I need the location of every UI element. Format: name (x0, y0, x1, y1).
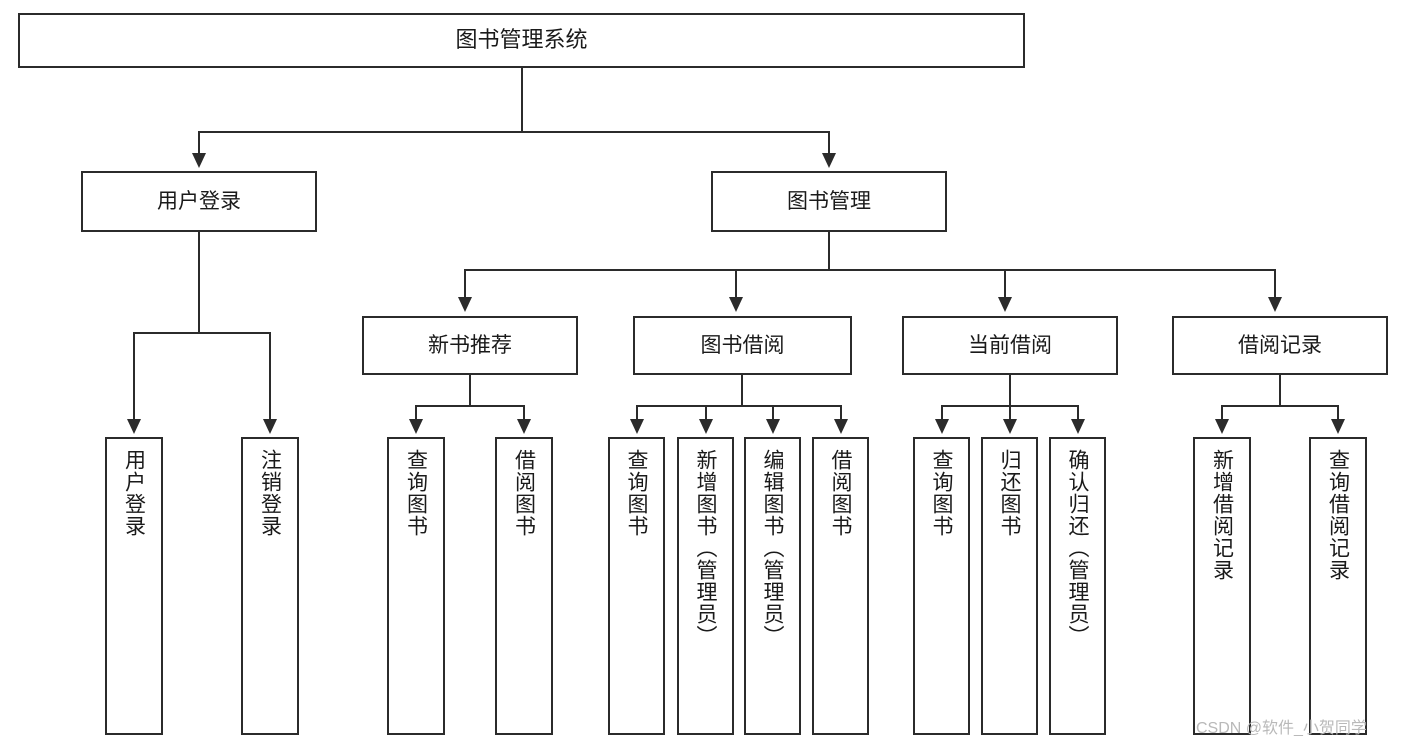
node-label: 图书管理 (787, 189, 871, 213)
connector-book-borrow-stem (741, 375, 743, 406)
connector-root-to-user-login (198, 131, 200, 155)
connector-book-management-bus (464, 269, 1276, 271)
csdn-watermark: CSDN @软件_小贺同学 (1196, 720, 1367, 737)
connector-new-book-recommend-stem (469, 375, 471, 406)
connector-user-login-leaf-1 (133, 332, 135, 421)
arrowhead-bb-edit-book (766, 419, 780, 434)
connector-to-book-borrow (735, 269, 737, 299)
node-label: 借阅图书 (512, 449, 536, 537)
node-label: 当前借阅 (968, 333, 1052, 357)
leaf-cb-return-book[interactable]: 归还图书 (981, 437, 1038, 735)
arrowhead-bb-query-book (630, 419, 644, 434)
node-label: 借阅记录 (1238, 333, 1322, 357)
node-borrow-record[interactable]: 借阅记录 (1172, 316, 1388, 375)
leaf-bb-add-book[interactable]: 新增图书（管理员） (677, 437, 734, 735)
connector-cb-leaf-3 (1077, 405, 1079, 421)
arrowhead-cb-query-book (935, 419, 949, 434)
connector-cb-leaf-2 (1009, 405, 1011, 421)
node-book-management[interactable]: 图书管理 (711, 171, 947, 232)
arrowhead-br-query-record (1331, 419, 1345, 434)
leaf-user-login[interactable]: 用户登录 (105, 437, 163, 735)
arrowhead-book-borrow (729, 297, 743, 312)
leaf-br-query-record[interactable]: 查询借阅记录 (1309, 437, 1367, 735)
arrowhead-nbr-query-book (409, 419, 423, 434)
arrowhead-br-add-record (1215, 419, 1229, 434)
node-book-borrow[interactable]: 图书借阅 (633, 316, 852, 375)
arrowhead-user-login (192, 153, 206, 168)
node-label: 新增借阅记录 (1210, 449, 1234, 581)
connector-new-book-recommend-bus (415, 405, 525, 407)
connector-br-leaf-2 (1337, 405, 1339, 421)
node-label: 查询图书 (625, 449, 648, 537)
connector-br-leaf-1 (1221, 405, 1223, 421)
arrowhead-current-borrow (998, 297, 1012, 312)
connector-user-login-bus (133, 332, 271, 334)
node-label: 注销登录 (258, 449, 282, 537)
connector-nbr-leaf-1 (415, 405, 417, 421)
node-new-book-recommend[interactable]: 新书推荐 (362, 316, 578, 375)
connector-to-borrow-record (1274, 269, 1276, 299)
connector-root-stem (521, 68, 523, 132)
node-label: 借阅图书 (829, 449, 852, 537)
node-current-borrow[interactable]: 当前借阅 (902, 316, 1118, 375)
arrowhead-cb-confirm-return (1071, 419, 1085, 434)
leaf-bb-edit-book[interactable]: 编辑图书（管理员） (744, 437, 801, 735)
arrowhead-leaf-logout (263, 419, 277, 434)
leaf-cb-query-book[interactable]: 查询图书 (913, 437, 970, 735)
connector-user-login-leaf-2 (269, 332, 271, 421)
connector-borrow-record-bus (1221, 405, 1339, 407)
node-label: 编辑图书（管理员） (761, 449, 784, 647)
arrowhead-borrow-record (1268, 297, 1282, 312)
leaf-br-add-record[interactable]: 新增借阅记录 (1193, 437, 1251, 735)
connector-current-borrow-stem (1009, 375, 1011, 406)
connector-bb-leaf-1 (636, 405, 638, 421)
leaf-bb-query-book[interactable]: 查询图书 (608, 437, 665, 735)
arrowhead-bb-add-book (699, 419, 713, 434)
node-label: 新增图书（管理员） (694, 449, 717, 647)
arrowhead-nbr-borrow-book (517, 419, 531, 434)
connector-bb-leaf-2 (705, 405, 707, 421)
leaf-bb-borrow-book[interactable]: 借阅图书 (812, 437, 869, 735)
connector-bb-leaf-3 (772, 405, 774, 421)
node-label: 图书借阅 (700, 333, 785, 357)
arrowhead-cb-return-book (1003, 419, 1017, 434)
connector-user-login-stem (198, 232, 200, 333)
node-label: 新书推荐 (428, 333, 512, 357)
connector-book-management-stem (828, 232, 830, 270)
node-label: 用户登录 (122, 449, 146, 537)
connector-to-current-borrow (1004, 269, 1006, 299)
node-label: 查询图书 (930, 449, 953, 537)
connector-bb-leaf-4 (840, 405, 842, 421)
node-label: 归还图书 (998, 449, 1021, 537)
node-label: 确认归还（管理员） (1066, 449, 1089, 647)
arrowhead-new-book-recommend (458, 297, 472, 312)
connector-cb-leaf-1 (941, 405, 943, 421)
leaf-cb-confirm-return[interactable]: 确认归还（管理员） (1049, 437, 1106, 735)
connector-root-bus (198, 131, 830, 133)
node-label: 查询借阅记录 (1326, 449, 1350, 581)
connector-nbr-leaf-2 (523, 405, 525, 421)
arrowhead-book-management (822, 153, 836, 168)
connector-borrow-record-stem (1279, 375, 1281, 406)
node-book-management-system[interactable]: 图书管理系统 (18, 13, 1025, 68)
connector-book-borrow-bus (636, 405, 842, 407)
node-label: 用户登录 (157, 189, 241, 213)
arrowhead-leaf-user-login (127, 419, 141, 434)
connector-to-new-book-recommend (464, 269, 466, 299)
node-label: 查询图书 (404, 449, 428, 537)
node-user-login[interactable]: 用户登录 (81, 171, 317, 232)
leaf-logout[interactable]: 注销登录 (241, 437, 299, 735)
node-label: 图书管理系统 (455, 27, 588, 53)
leaf-nbr-borrow-book[interactable]: 借阅图书 (495, 437, 553, 735)
arrowhead-bb-borrow-book (834, 419, 848, 434)
connector-root-to-book-management (828, 131, 830, 155)
leaf-nbr-query-book[interactable]: 查询图书 (387, 437, 445, 735)
